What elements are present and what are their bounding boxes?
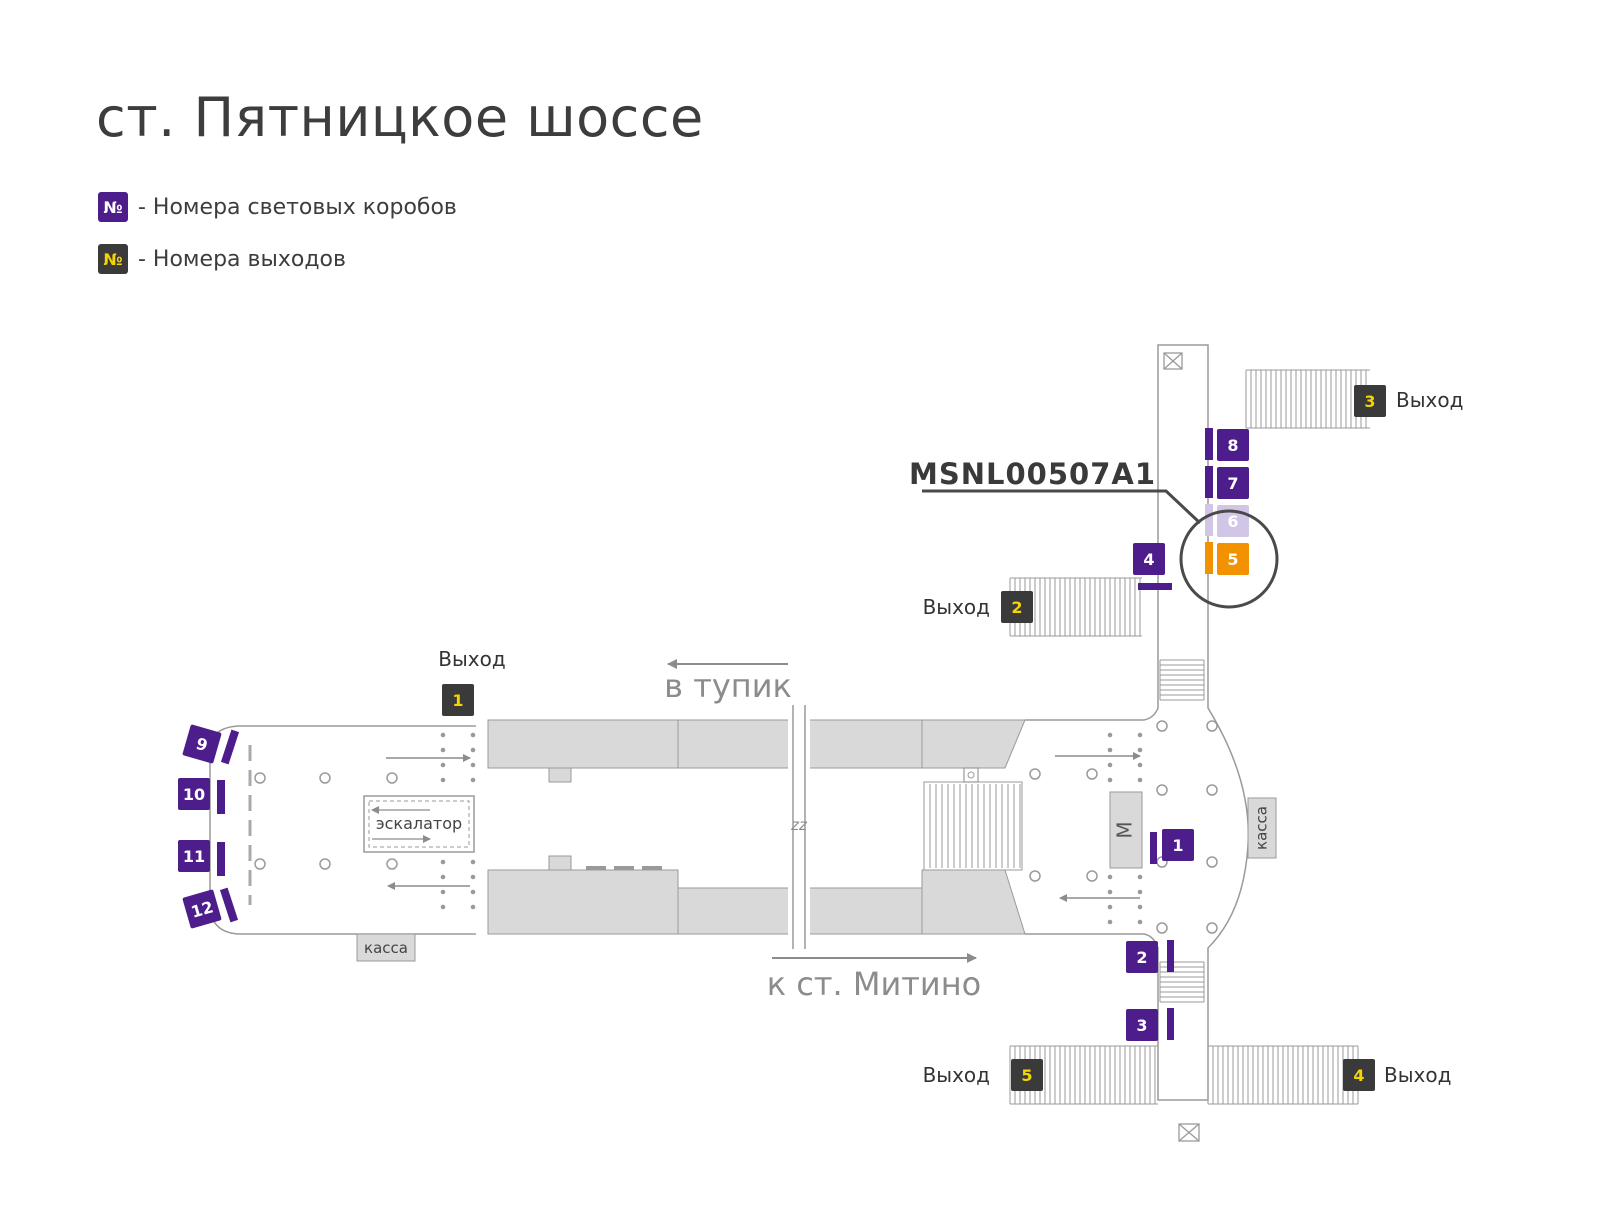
lightbox-badge-9: 9	[182, 724, 222, 764]
lightbox-bar-6	[1205, 504, 1213, 536]
lightbox-number: 10	[183, 785, 205, 804]
legend-exit-badge: №	[98, 244, 128, 274]
legend-lightbox: № - Номера световых коробов	[98, 192, 457, 222]
stairs-south-link	[1159, 961, 1205, 1003]
direction-mitino: к ст. Митино	[767, 953, 981, 1003]
turnstiles-east	[1107, 732, 1143, 925]
exit-label: Выход	[438, 647, 505, 671]
elevator-north	[1163, 352, 1183, 370]
exit-4: 4 Выход	[1343, 1059, 1451, 1091]
lightbox-badge-12: 12	[182, 889, 222, 929]
exit-number: 4	[1353, 1066, 1364, 1085]
lightbox-number: 8	[1227, 436, 1238, 455]
lightbox-number: 3	[1136, 1016, 1147, 1035]
direction-deadend: в тупик	[664, 659, 792, 705]
lightbox-number: 5	[1227, 550, 1238, 569]
lightbox-badge-11: 11	[178, 840, 210, 872]
lightbox-number: 2	[1136, 948, 1147, 967]
kassa-east	[1247, 797, 1277, 859]
lightbox-badge-4: 4	[1133, 543, 1165, 575]
selected-callout: MSNL00507A1	[909, 457, 1279, 609]
kassa-east-label: касса	[1253, 806, 1271, 850]
lightbox-badge-1: 1	[1162, 829, 1194, 861]
page-title: ст. Пятницкое шоссе	[96, 86, 704, 149]
lightbox-badge-10: 10	[178, 778, 210, 810]
selected-lightbox-id: MSNL00507A1	[909, 457, 1156, 491]
elevator-south	[1178, 1123, 1200, 1142]
exit-label: Выход	[923, 595, 990, 619]
legend-exit: № - Номера выходов	[98, 244, 346, 274]
stairs-exit-3	[1245, 369, 1370, 429]
to-deadend-label: в тупик	[664, 667, 792, 705]
legend-lightbox-badge: №	[98, 192, 128, 222]
escalator: эскалатор	[363, 795, 475, 853]
stairs-north-link	[1159, 659, 1205, 701]
lightbox-badge-8: 8	[1217, 429, 1249, 461]
lightbox-badge-2: 2	[1126, 941, 1158, 973]
kassa-west-label: касса	[364, 939, 408, 957]
stairs-exit-4	[1207, 1045, 1359, 1105]
lightbox-badge-7: 7	[1217, 467, 1249, 499]
exit-1: 1 Выход	[438, 647, 506, 716]
lightbox-number: 6	[1227, 512, 1238, 531]
west-vestibule	[209, 725, 476, 935]
lightbox-badge-3: 3	[1126, 1009, 1158, 1041]
exit-number: 1	[452, 691, 463, 710]
lightbox-number: 9	[194, 734, 210, 755]
exit-label: Выход	[1384, 1063, 1451, 1087]
break-mark: zz	[790, 816, 808, 834]
exit-number: 3	[1364, 392, 1375, 411]
lightbox-number: 7	[1227, 474, 1238, 493]
lightbox-number: 1	[1172, 836, 1183, 855]
lightbox-bar-5	[1205, 542, 1213, 574]
exit-number: 2	[1011, 598, 1022, 617]
legend-lightbox-label: - Номера световых коробов	[138, 194, 457, 220]
metro-symbol: М	[1113, 821, 1137, 838]
exit-5: 5 Выход	[923, 1059, 1043, 1091]
platform-area: zz	[487, 705, 1026, 949]
exit-3: 3 Выход	[1354, 385, 1463, 417]
exit-label: Выход	[1396, 388, 1463, 412]
kassa-west	[356, 933, 416, 962]
lightbox-number: 11	[183, 847, 205, 866]
lightbox-number: 4	[1143, 550, 1154, 569]
exit-number: 5	[1021, 1066, 1032, 1085]
stairs	[1009, 369, 1370, 1105]
exit-2: 2 Выход	[923, 591, 1033, 623]
stairs-exit-5	[1009, 1045, 1158, 1105]
lightbox-bars	[217, 428, 1213, 1040]
lightbox-badge-5: 5	[1217, 543, 1249, 575]
to-mitino-label: к ст. Митино	[767, 965, 981, 1003]
escalator-label: эскалатор	[376, 814, 462, 833]
legend-exit-label: - Номера выходов	[138, 246, 346, 272]
exit-label: Выход	[923, 1063, 990, 1087]
